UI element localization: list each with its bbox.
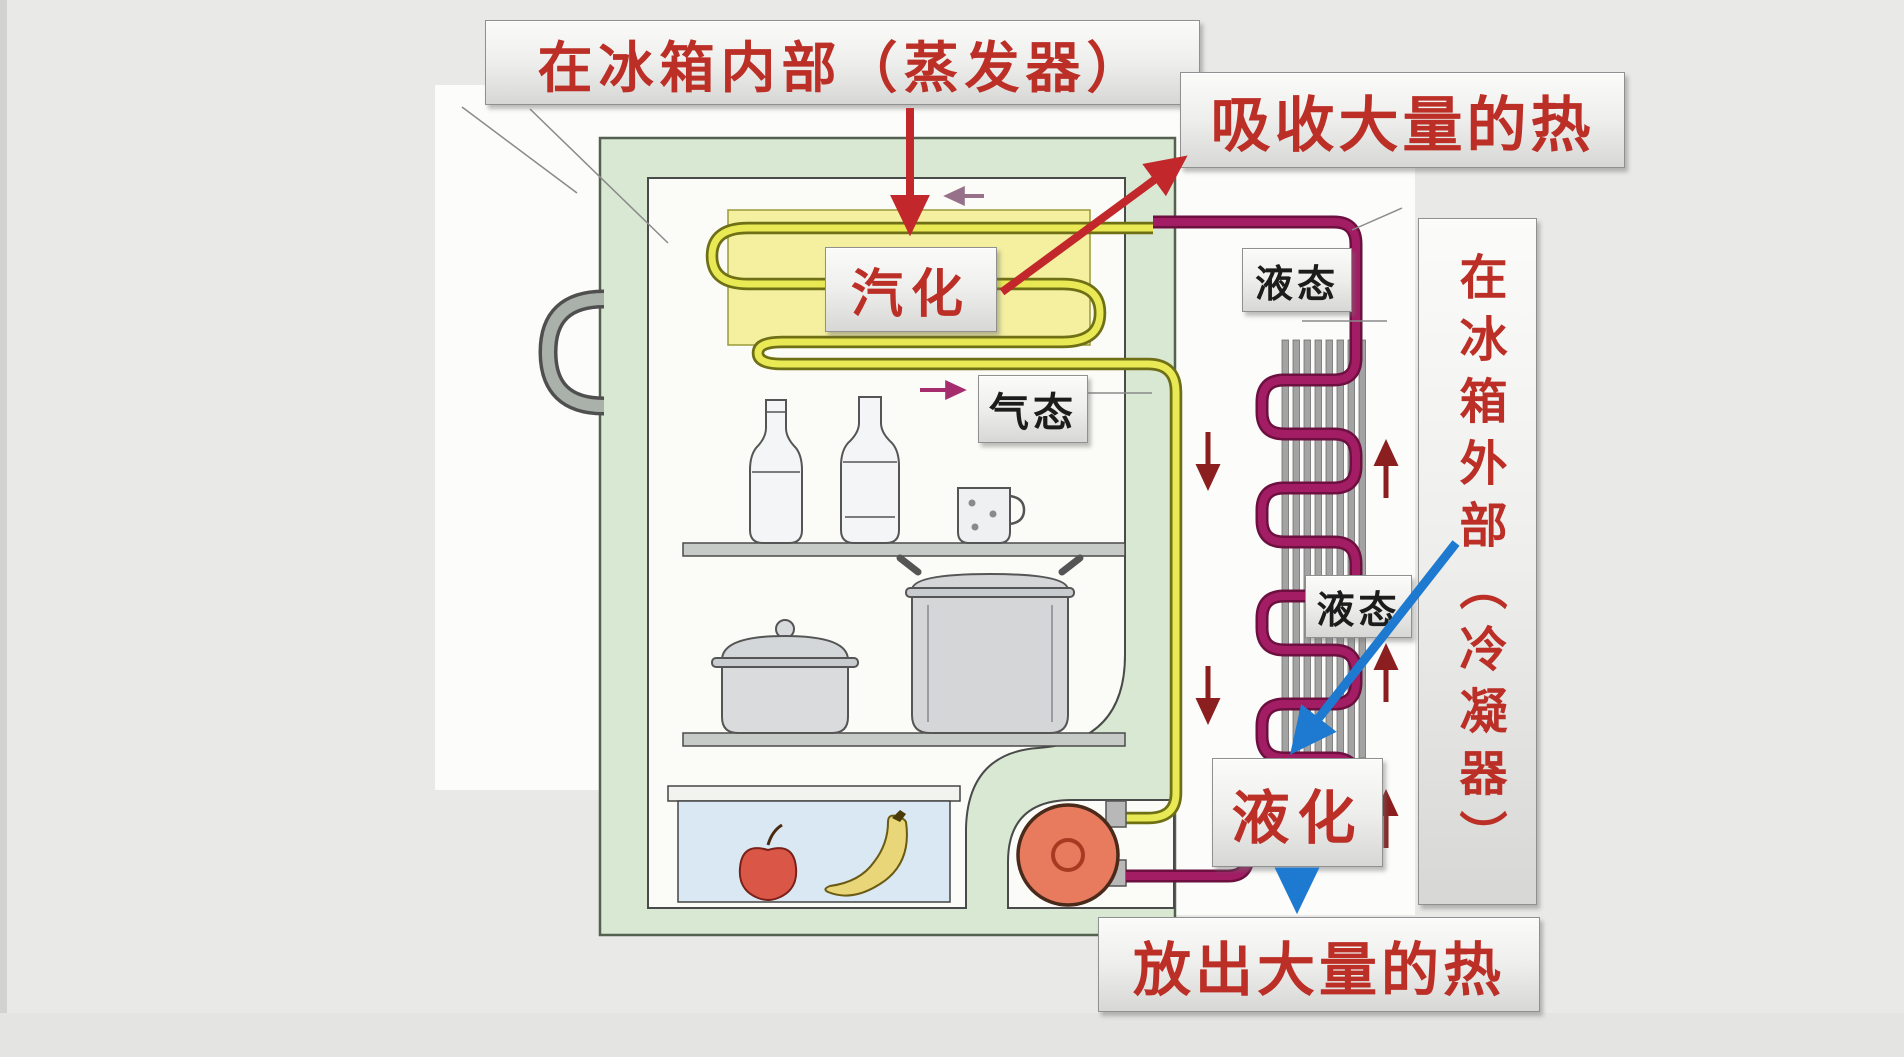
small-pot-icon bbox=[711, 619, 859, 734]
shelves bbox=[682, 542, 1126, 747]
banana-icon bbox=[824, 810, 908, 897]
label-absorb-heat: 吸收大量的热 bbox=[1180, 72, 1625, 168]
evaporator-coil bbox=[705, 221, 1183, 825]
slide-bottom-strip bbox=[0, 1013, 1904, 1057]
label-inside-evaporator-text: 在冰箱内部（蒸发器） bbox=[537, 37, 1148, 99]
vegetable-drawer bbox=[667, 785, 961, 903]
label-outside-condenser: 在冰箱外部（冷凝器） bbox=[1418, 218, 1537, 905]
callout-lines bbox=[461, 106, 1403, 394]
label-outside-condenser-text: 在冰箱外部（冷凝器） bbox=[1451, 251, 1505, 872]
shelf-lower bbox=[682, 732, 1126, 747]
label-vaporization-text: 汽化 bbox=[850, 267, 971, 324]
mug-icon bbox=[957, 487, 1026, 544]
large-pot-icon bbox=[896, 554, 1084, 734]
food-items bbox=[711, 396, 1084, 734]
apple-icon bbox=[738, 823, 798, 901]
label-inside-evaporator: 在冰箱内部（蒸发器） bbox=[485, 20, 1200, 105]
label-liquid-state-mid: 液态 bbox=[1305, 575, 1412, 638]
label-liquid-state-top-text: 液态 bbox=[1254, 263, 1339, 306]
label-liquid-state-mid-text: 液态 bbox=[1316, 590, 1401, 632]
slide-left-edge bbox=[0, 0, 7, 1057]
label-release-heat-text: 放出大量的热 bbox=[1132, 937, 1505, 1003]
label-gas-state: 气态 bbox=[978, 375, 1088, 443]
label-liquefaction: 液化 bbox=[1212, 758, 1383, 867]
label-gas-state-text: 气态 bbox=[989, 390, 1077, 435]
label-release-heat: 放出大量的热 bbox=[1098, 917, 1540, 1012]
shelf-upper bbox=[682, 542, 1126, 557]
compressor bbox=[1016, 800, 1127, 907]
bottle-icon bbox=[840, 396, 900, 544]
label-liquid-state-top: 液态 bbox=[1242, 248, 1352, 312]
label-liquefaction-text: 液化 bbox=[1231, 785, 1364, 851]
label-absorb-heat-text: 吸收大量的热 bbox=[1210, 92, 1595, 159]
bottle-icon bbox=[749, 399, 803, 544]
label-vaporization: 汽化 bbox=[825, 247, 997, 332]
